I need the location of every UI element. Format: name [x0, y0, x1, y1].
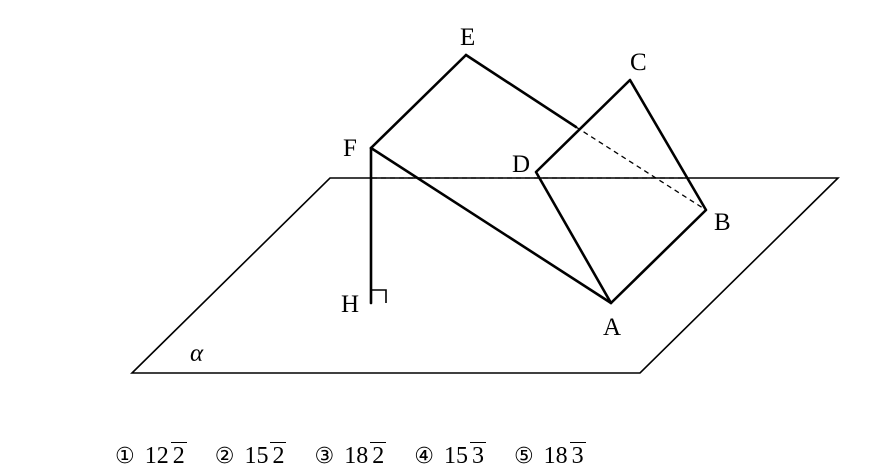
choice-1-radical: 2 — [170, 442, 187, 469]
choice-2-coefficient: 15 — [244, 443, 269, 469]
choice-4-number: ④ — [414, 444, 434, 469]
label-alpha: α — [190, 340, 204, 367]
label-D: D — [512, 151, 530, 178]
choice-1-number: ① — [115, 444, 135, 469]
label-E: E — [460, 24, 475, 51]
edge-FE — [369, 53, 468, 150]
label-F: F — [343, 135, 357, 162]
square-ABCD — [534, 78, 708, 305]
choice-5-number: ⑤ — [513, 444, 534, 469]
choice-5-radical: 3 — [569, 442, 586, 469]
choice-1-coefficient: 12 — [144, 443, 169, 469]
choice-4-radical: 3 — [469, 442, 486, 469]
choice-3-radical: 2 — [370, 442, 387, 469]
choice-3-coefficient: 18 — [344, 443, 369, 469]
right-angle-mark — [371, 289, 387, 303]
choice-2-radical: 2 — [270, 442, 287, 469]
label-A: A — [603, 314, 621, 341]
choice-2-number: ② — [214, 444, 235, 469]
plane-alpha — [130, 177, 840, 374]
choice-3-number: ③ — [314, 444, 335, 469]
label-H: H — [341, 291, 359, 318]
choice-5-coefficient: 18 — [543, 443, 568, 469]
label-C: C — [630, 49, 647, 76]
choice-4-coefficient: 15 — [443, 443, 468, 469]
edge-E-to-hidden — [464, 53, 578, 129]
geometry-figure: E C F D B H A α — [130, 24, 840, 374]
label-B: B — [714, 209, 731, 236]
hidden-edge-EB — [575, 126, 707, 211]
edge-FA — [369, 146, 613, 305]
